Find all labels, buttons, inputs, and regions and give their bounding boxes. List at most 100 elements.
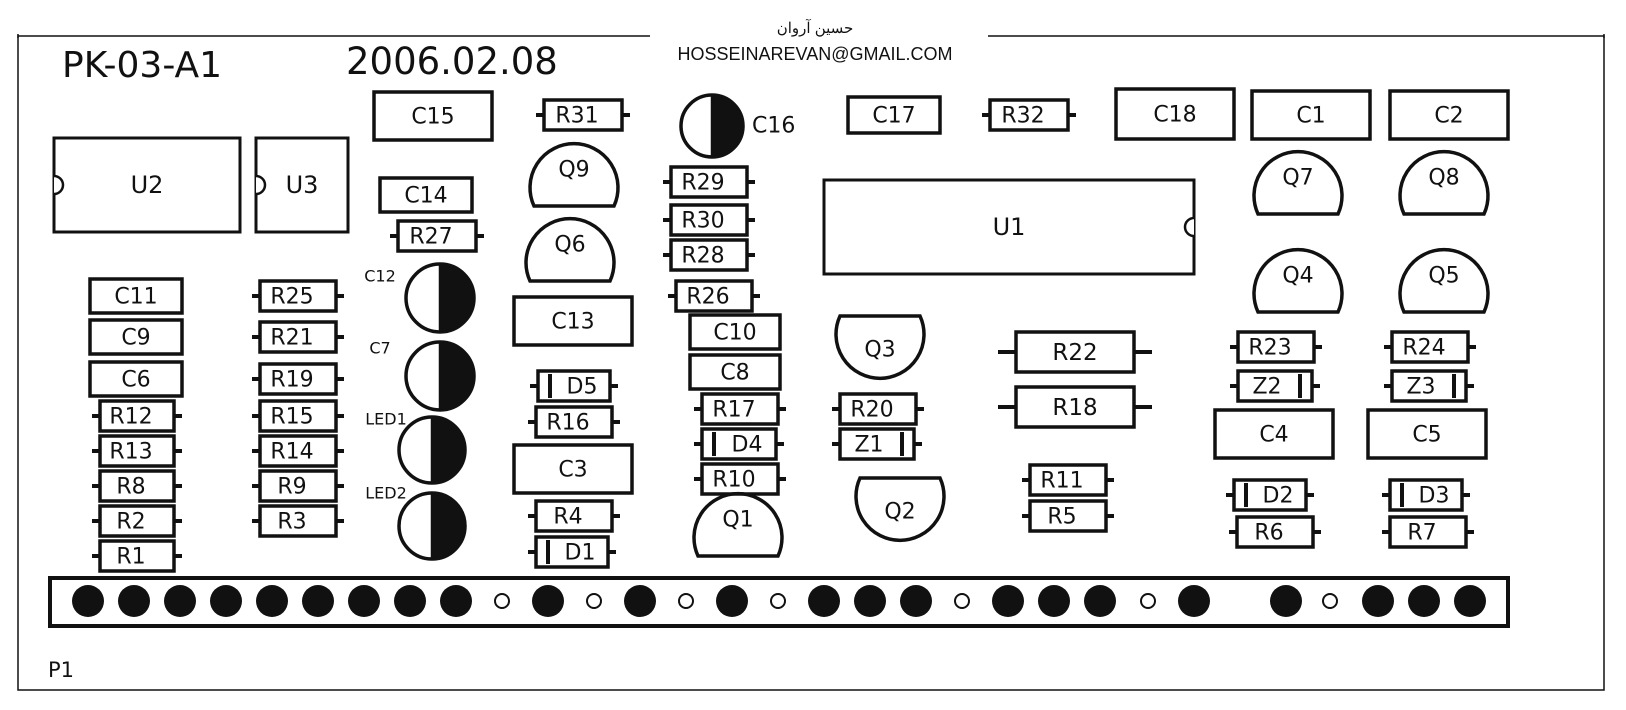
- component-d2: D2: [1226, 478, 1314, 512]
- component-label: C5: [1412, 423, 1441, 448]
- component-label: R12: [109, 405, 152, 430]
- component-q1: Q1: [692, 491, 784, 558]
- component-z2: Z2: [1230, 369, 1320, 403]
- component-r7: R7: [1382, 515, 1474, 549]
- component-label: C12: [364, 267, 396, 286]
- component-c9: C9: [88, 318, 184, 356]
- component-c18: C18: [1114, 87, 1236, 141]
- component-label: R8: [116, 475, 145, 500]
- component-label: C13: [551, 310, 594, 335]
- connector-pin: [164, 585, 196, 617]
- component-label: R27: [409, 225, 452, 250]
- component-led2: LED2: [365, 484, 467, 561]
- component-label: R11: [1040, 469, 1083, 494]
- component-c1: C1: [1250, 89, 1372, 141]
- component-label: C16: [752, 114, 795, 139]
- connector-pin: [1454, 585, 1486, 617]
- component-label: Q8: [1428, 166, 1459, 191]
- component-q7: Q7: [1252, 149, 1344, 216]
- component-c8: C8: [688, 353, 782, 391]
- component-label: R19: [270, 368, 313, 393]
- component-r18: R18: [998, 385, 1152, 429]
- component-label: R24: [1402, 336, 1445, 361]
- connector-pin: [394, 585, 426, 617]
- component-label: U3: [286, 171, 319, 199]
- component-c15: C15: [372, 90, 494, 142]
- component-q2: Q2: [854, 476, 946, 543]
- component-r5: R5: [1022, 499, 1114, 533]
- component-r17: R17: [694, 392, 786, 426]
- connector-pin: [440, 585, 472, 617]
- component-r14: R14: [252, 434, 344, 468]
- connector-pin: [1178, 585, 1210, 617]
- component-z1: Z1: [832, 427, 922, 461]
- component-r10: R10: [694, 462, 786, 496]
- component-d3: D3: [1382, 478, 1470, 512]
- connector-pin: [1270, 585, 1302, 617]
- component-u3: U3: [254, 136, 350, 234]
- component-q5: Q5: [1398, 247, 1490, 314]
- connector-pin-open: [1322, 593, 1338, 609]
- board-date: 2006.02.08: [346, 40, 558, 83]
- component-r12: R12: [92, 399, 182, 433]
- component-label: R17: [712, 398, 755, 423]
- component-label: U1: [993, 213, 1026, 241]
- component-r30: R30: [663, 203, 755, 237]
- component-label: R16: [546, 411, 589, 436]
- connector-pin: [900, 585, 932, 617]
- connector-pin-open: [586, 593, 602, 609]
- component-c5: C5: [1366, 408, 1488, 460]
- component-c6: C6: [88, 360, 184, 398]
- component-label: Z3: [1406, 375, 1435, 400]
- component-label: C2: [1434, 104, 1463, 129]
- component-q9: Q9: [528, 141, 620, 208]
- component-label: R18: [1052, 395, 1097, 421]
- connector-pin: [992, 585, 1024, 617]
- component-label: C1: [1296, 104, 1325, 129]
- component-r11: R11: [1022, 463, 1114, 497]
- component-label: C10: [713, 321, 756, 346]
- connector-pin: [854, 585, 886, 617]
- component-r20: R20: [832, 392, 924, 426]
- component-label: LED1: [365, 410, 407, 429]
- component-label: R20: [850, 398, 893, 423]
- component-label: R6: [1254, 521, 1283, 546]
- component-label: R14: [270, 440, 313, 465]
- component-label: R2: [116, 510, 145, 535]
- connector-pin: [210, 585, 242, 617]
- connector-pin: [624, 585, 656, 617]
- component-label: D1: [565, 541, 596, 566]
- component-r1: R1: [92, 539, 182, 573]
- component-r4: R4: [528, 499, 620, 533]
- component-z3: Z3: [1384, 369, 1474, 403]
- component-led1: LED1: [365, 410, 467, 485]
- component-label: Z2: [1252, 375, 1281, 400]
- component-label: R25: [270, 285, 313, 310]
- component-u1: U1: [822, 178, 1196, 276]
- component-label: R28: [681, 244, 724, 269]
- board-outline: [17, 34, 1605, 691]
- component-label: R31: [555, 104, 598, 129]
- component-label: D5: [567, 375, 598, 400]
- connector-pin: [1084, 585, 1116, 617]
- connector-pin: [302, 585, 334, 617]
- connector-pin-open: [1140, 593, 1156, 609]
- component-label: R13: [109, 440, 152, 465]
- component-r16: R16: [528, 405, 620, 439]
- component-label: R26: [686, 285, 729, 310]
- component-c12: C12: [364, 262, 476, 334]
- component-q8: Q8: [1398, 149, 1490, 216]
- component-label: C15: [411, 105, 454, 130]
- component-q3: Q3: [834, 314, 926, 381]
- component-r23: R23: [1230, 330, 1322, 364]
- component-r29: R29: [663, 165, 755, 199]
- component-q4: Q4: [1252, 247, 1344, 314]
- connector-pin: [1408, 585, 1440, 617]
- component-r9: R9: [252, 469, 344, 503]
- component-c4: C4: [1213, 408, 1335, 460]
- board-id: PK-03-A1: [62, 45, 223, 86]
- component-c7: C7: [369, 339, 476, 412]
- component-c16: C16: [679, 93, 795, 159]
- component-label: Q2: [884, 500, 915, 525]
